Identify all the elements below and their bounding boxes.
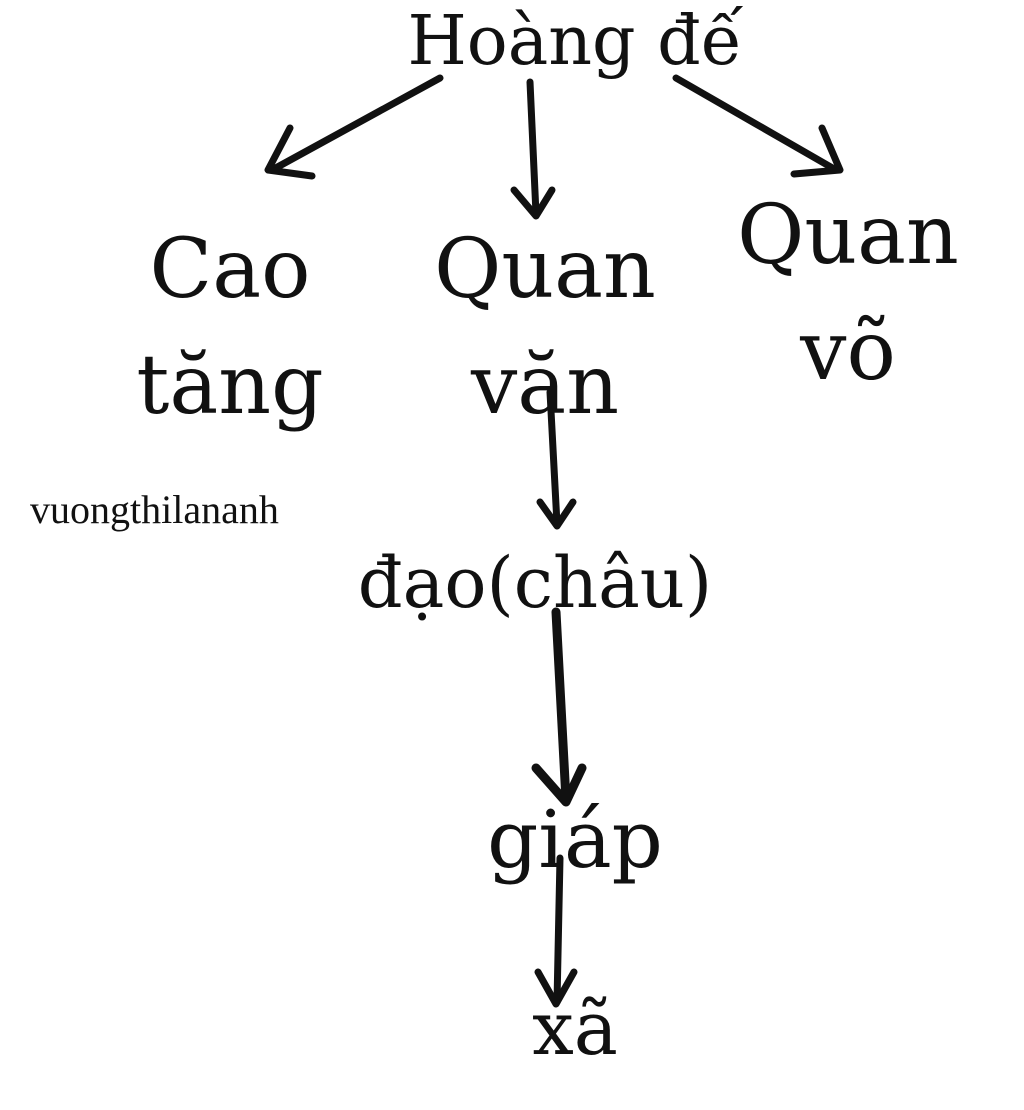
node-dao-chau-label: đạo(châu): [357, 542, 713, 624]
arrow-root-to-cao-tang: [264, 74, 444, 180]
node-quan-vo-line-2: võ: [800, 304, 896, 399]
arrow-root-to-quan-vo: [672, 74, 844, 178]
node-giap-label: giáp: [487, 793, 663, 886]
node-quan-vo-line-1: Quan: [737, 188, 959, 283]
arrow-root-to-quan-van: [510, 78, 556, 220]
watermark-text: vuongthilananh: [30, 490, 350, 530]
node-quan-van-line-2: văn: [470, 338, 620, 433]
node-cao-tang-line-2: tăng: [136, 338, 324, 433]
node-xa-label: xã: [532, 986, 618, 1072]
node-giap: giáp: [470, 800, 680, 880]
node-quan-van: Quan văn: [410, 212, 680, 444]
node-cao-tang: Cao tăng: [120, 212, 340, 444]
node-hoang-de-label: Hoàng đế: [407, 2, 743, 81]
node-xa: xã: [500, 992, 650, 1066]
watermark-label: vuongthilananh: [30, 487, 279, 532]
node-quan-van-line-1: Quan: [434, 222, 656, 317]
node-dao-chau: đạo(châu): [330, 548, 740, 618]
node-quan-vo: Quan võ: [718, 178, 978, 410]
node-hoang-de: Hoàng đế: [395, 8, 755, 76]
node-cao-tang-line-1: Cao: [149, 222, 311, 317]
arrow-dao-chau-to-giap: [531, 607, 587, 807]
